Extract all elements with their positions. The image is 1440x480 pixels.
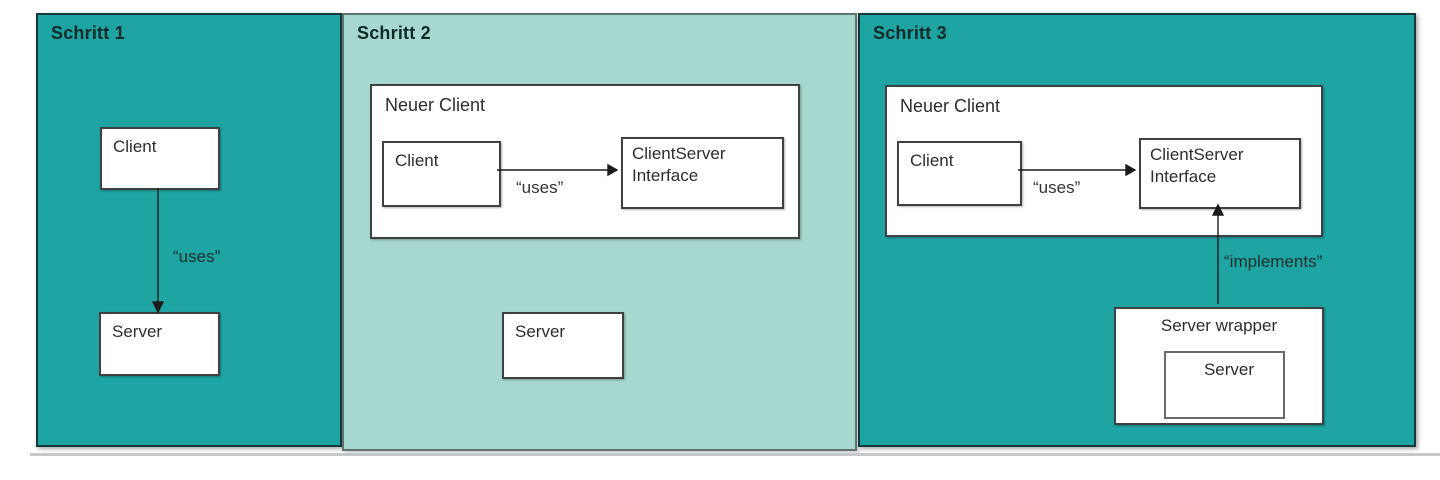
client-box-step2-label: Client	[395, 151, 439, 170]
panel-schritt-1: Schritt 1 Client “uses” Server	[36, 13, 342, 447]
uses-edge-label-step1: “uses”	[173, 247, 221, 266]
client-box-step1-label: Client	[113, 137, 157, 156]
client-box-step2: Client	[382, 141, 501, 207]
server-wrapper-label-step3: Server wrapper	[1160, 316, 1278, 335]
neuer-client-title-step2: Neuer Client	[385, 95, 486, 115]
client-box-step3-label: Client	[910, 151, 954, 170]
clientserver-interface-label-step2: ClientServer Interface	[632, 144, 726, 186]
server-box-step2-label: Server	[515, 322, 566, 341]
neuer-client-container-step2: Neuer Client Client ClientServer Interfa…	[370, 84, 800, 239]
panel-3-title: Schritt 3	[873, 23, 947, 43]
server-wrapper-box-step3: Server wrapper Server	[1114, 307, 1324, 425]
bottom-divider-line	[30, 453, 1440, 456]
server-box-step3: Server	[1164, 351, 1285, 419]
server-box-step1-label: Server	[112, 322, 163, 341]
panel-schritt-3: Schritt 3 Neuer Client Client ClientServ…	[858, 13, 1416, 447]
uses-edge-label-step3: “uses”	[1033, 178, 1081, 197]
clientserver-interface-box-step2: ClientServer Interface	[621, 137, 784, 209]
client-box-step3: Client	[897, 141, 1022, 206]
panel-schritt-2: Schritt 2 Neuer Client Client ClientServ…	[342, 13, 857, 451]
server-box-step3-label: Server	[1203, 360, 1255, 379]
server-box-step1: Server	[99, 312, 220, 376]
clientserver-interface-label-step3: ClientServer Interface	[1150, 145, 1244, 187]
uses-edge-label-step2: “uses”	[516, 178, 564, 197]
panel-2-title: Schritt 2	[357, 23, 431, 43]
neuer-client-container-step3: Neuer Client Client ClientServer Interfa…	[885, 85, 1323, 237]
client-box-step1: Client	[100, 127, 220, 190]
neuer-client-title-step3: Neuer Client	[900, 96, 1001, 116]
implements-edge-label-step3: “implements”	[1224, 252, 1323, 271]
clientserver-interface-box-step3: ClientServer Interface	[1139, 138, 1301, 209]
panel-1-title: Schritt 1	[51, 23, 125, 43]
server-box-step2: Server	[502, 312, 624, 379]
